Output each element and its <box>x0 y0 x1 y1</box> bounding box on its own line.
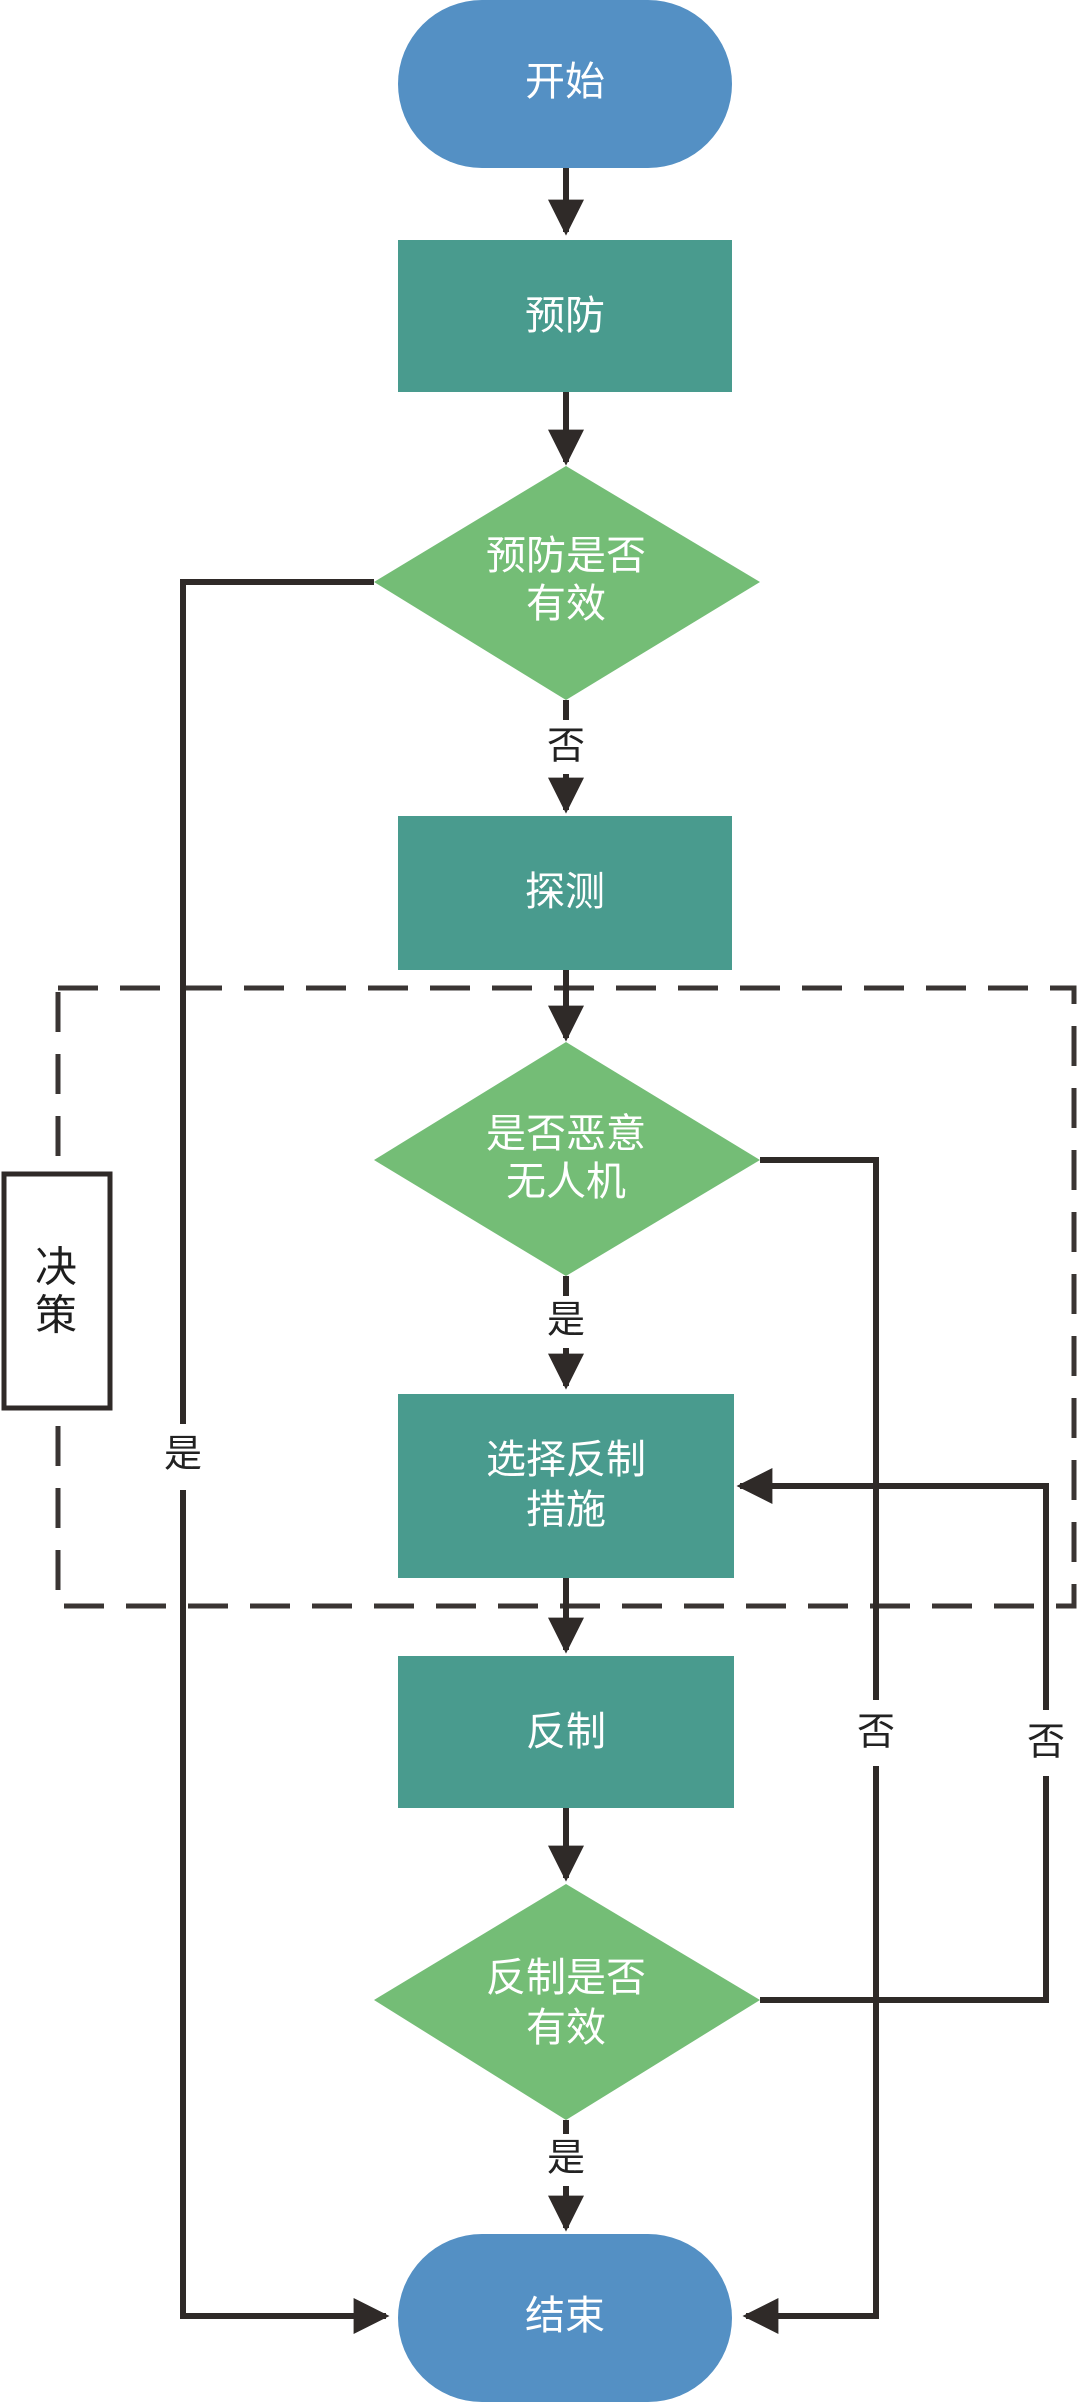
detect-node <box>398 816 732 970</box>
select-countermeasure-node <box>398 1394 734 1578</box>
decision-side-box <box>1 1171 113 1411</box>
counter-node-label: 反制 <box>526 1709 606 1755</box>
end-node-label: 结束 <box>525 2293 605 2339</box>
counter-effective-decision <box>374 1884 760 2120</box>
malicious-label-line2: 无人机 <box>506 1159 626 1205</box>
start-node <box>398 0 732 168</box>
counter-effective-label-line1: 反制是否 <box>486 1955 646 2001</box>
edge-label-malicious-no: 否 <box>857 1710 895 1754</box>
select-label-line2: 措施 <box>526 1487 606 1533</box>
prevent-effective-label-line2: 有效 <box>526 581 606 627</box>
prevent-effective-label-line1: 预防是否 <box>486 533 646 579</box>
edge-label-malicious-yes: 是 <box>547 1298 585 1342</box>
prevent-node-label: 预防 <box>525 293 605 339</box>
decision-side-label-line1: 决 <box>35 1243 77 1292</box>
counter-effective-label-line2: 有效 <box>526 2005 606 2051</box>
decision-side-label-line2: 策 <box>35 1291 77 1340</box>
end-node <box>398 2234 732 2402</box>
edge-label-counter-yes: 是 <box>547 2136 585 2180</box>
malicious-drone-decision <box>374 1042 760 1276</box>
detect-node-label: 探测 <box>525 869 605 915</box>
start-node-label: 开始 <box>525 59 605 105</box>
counter-node <box>398 1656 734 1808</box>
select-label-line1: 选择反制 <box>486 1437 646 1483</box>
edge-label-prevent-yes: 是 <box>164 1432 202 1476</box>
edge-label-prevent-no: 否 <box>547 724 585 768</box>
prevent-node <box>398 240 732 392</box>
edge-label-counter-no: 否 <box>1027 1720 1065 1764</box>
prevent-effective-decision <box>374 466 760 700</box>
malicious-label-line1: 是否恶意 <box>486 1111 646 1157</box>
